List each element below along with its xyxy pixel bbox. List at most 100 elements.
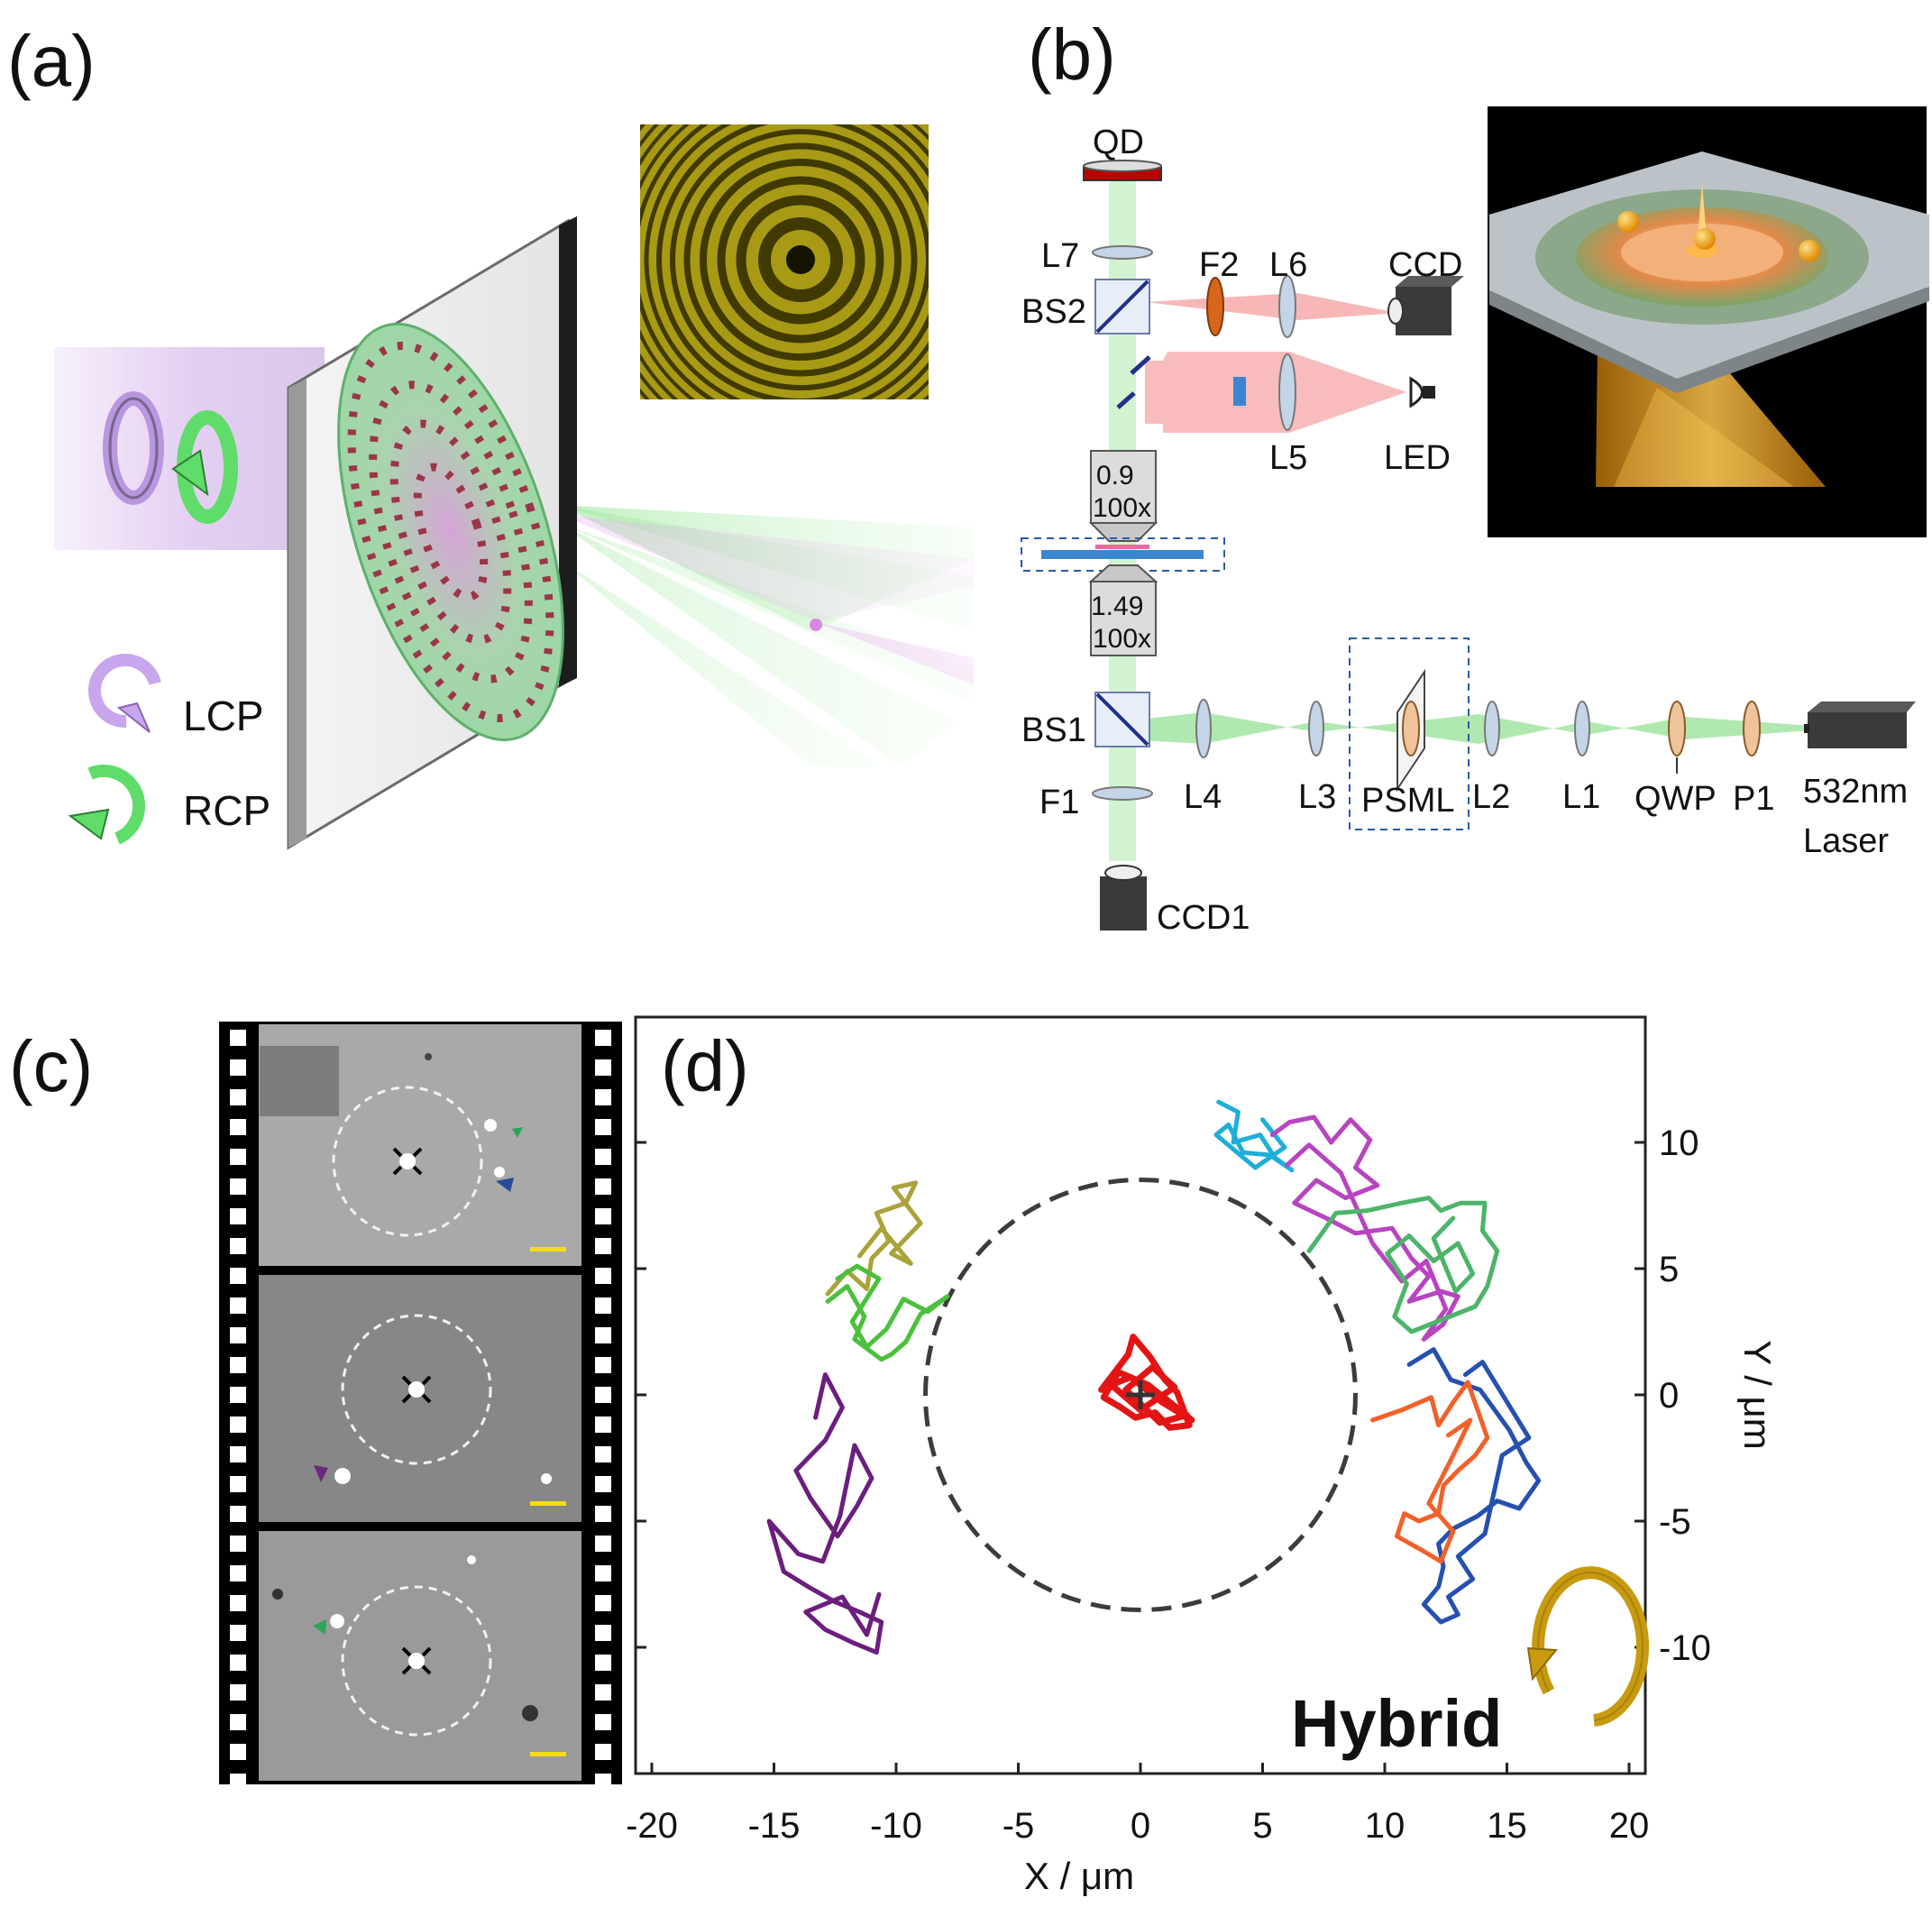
f2-label: F2 [1199, 246, 1239, 284]
hybrid-annotation: Hybrid [1291, 1686, 1502, 1761]
focused-beams [559, 505, 974, 766]
lens-l2 [1484, 701, 1500, 756]
trajectory-line [766, 1372, 884, 1655]
aperture-block [1233, 377, 1246, 406]
qwp-label: QWP [1634, 780, 1717, 818]
trajectory-line [1406, 1347, 1542, 1625]
rcp-legend-icon [68, 765, 145, 845]
objective-upper-na: 0.9 [1096, 461, 1134, 491]
x-tick-label: -10 [870, 1806, 922, 1846]
lens-l7 [1092, 245, 1153, 260]
p1-label: P1 [1733, 780, 1774, 818]
film-hole [230, 1595, 246, 1611]
bs2-label: BS2 [1021, 293, 1086, 331]
film-hole [230, 1744, 246, 1760]
psml-outline [1349, 637, 1470, 830]
panel-d-label: (d) [661, 1026, 749, 1106]
panel-b-label: (b) [1028, 14, 1116, 95]
film-hole [595, 1089, 611, 1105]
film-hole [595, 1684, 611, 1701]
y-tick-label: -5 [1659, 1502, 1691, 1542]
x-tick-label: -15 [748, 1806, 801, 1846]
rcp-legend-label: RCP [183, 787, 270, 834]
film-hole [595, 1149, 611, 1165]
film-hole [595, 1565, 611, 1582]
film-holes-right [595, 1030, 611, 1790]
y-tick-label: 10 [1659, 1123, 1699, 1163]
filter-f1 [1092, 786, 1153, 801]
film-hole [595, 1714, 611, 1730]
x-tick-label: 5 [1252, 1806, 1272, 1846]
video-frame-3 [259, 1531, 581, 1781]
film-hole [230, 1208, 246, 1224]
film-hole [230, 1178, 246, 1195]
lcp-legend-icon [88, 654, 161, 733]
lens-l6 [1278, 275, 1296, 338]
y-tick-label: -10 [1659, 1628, 1711, 1668]
film-hole [595, 1595, 611, 1611]
film-hole [595, 1297, 611, 1314]
film-hole [230, 1149, 246, 1165]
trajectory-line [1213, 1099, 1295, 1173]
film-hole [230, 1714, 246, 1730]
l5-label: L5 [1269, 439, 1307, 477]
qd-top [1083, 160, 1162, 172]
waveplate-qwp [1668, 701, 1686, 756]
laser-source [1804, 701, 1916, 748]
rcp-ring-icon [171, 410, 238, 524]
film-hole [230, 1625, 246, 1641]
laser-label-2: Laser [1803, 822, 1889, 860]
panel-c: (c) [9, 1022, 622, 1790]
sample-stage-outline [1021, 537, 1225, 572]
f1-label: F1 [1039, 784, 1079, 821]
l6-label: L6 [1269, 246, 1307, 284]
mirror-upper [1130, 355, 1151, 375]
filter-f2 [1206, 277, 1224, 336]
ccd1-label: CCD1 [1157, 899, 1250, 937]
film-hole [230, 1536, 246, 1552]
trajectory-line [1306, 1196, 1500, 1334]
film-hole [595, 1119, 611, 1135]
film-hole [230, 1089, 246, 1105]
film-hole [230, 1387, 246, 1403]
lcp-ring-icon [103, 391, 164, 505]
x-tick-label: 0 [1131, 1806, 1150, 1846]
led-beam [1145, 352, 1406, 433]
trajectory-line [1370, 1380, 1490, 1564]
objective-upper-mag: 100x [1093, 493, 1151, 523]
film-hole [595, 1506, 611, 1522]
film-hole [230, 1774, 246, 1790]
led-source [1409, 376, 1435, 408]
center-cross-marker [1126, 1380, 1155, 1409]
horizontal-beam [1122, 712, 1812, 744]
metalens-disc [337, 322, 564, 742]
panel-a: (a) [7, 21, 974, 850]
film-holes-left [230, 1030, 246, 1790]
lcp-legend-label: LCP [183, 692, 263, 739]
objective-lower-mag: 100x [1093, 624, 1151, 654]
film-hole [595, 1774, 611, 1790]
panel-a-label: (a) [7, 21, 96, 101]
film-hole [595, 1357, 611, 1373]
lens-l1 [1574, 701, 1590, 756]
nanofin-rings [347, 342, 554, 722]
ccd1-camera [1100, 865, 1147, 931]
film-hole [230, 1238, 246, 1254]
trajectory-line [825, 1263, 950, 1362]
film-hole [230, 1446, 246, 1462]
trajectory-line [825, 1180, 923, 1297]
l3-label: L3 [1298, 778, 1336, 816]
l1-label: L1 [1562, 778, 1600, 816]
particle-trajectories [766, 1099, 1542, 1655]
film-hole [595, 1476, 611, 1492]
lens-l5 [1278, 353, 1296, 431]
qd-label: QD [1093, 124, 1144, 161]
film-hole [595, 1446, 611, 1462]
polarizer-p1 [1743, 701, 1761, 756]
film-hole [230, 1357, 246, 1373]
film-hole [230, 1268, 246, 1284]
bs1-label: BS1 [1021, 711, 1086, 749]
